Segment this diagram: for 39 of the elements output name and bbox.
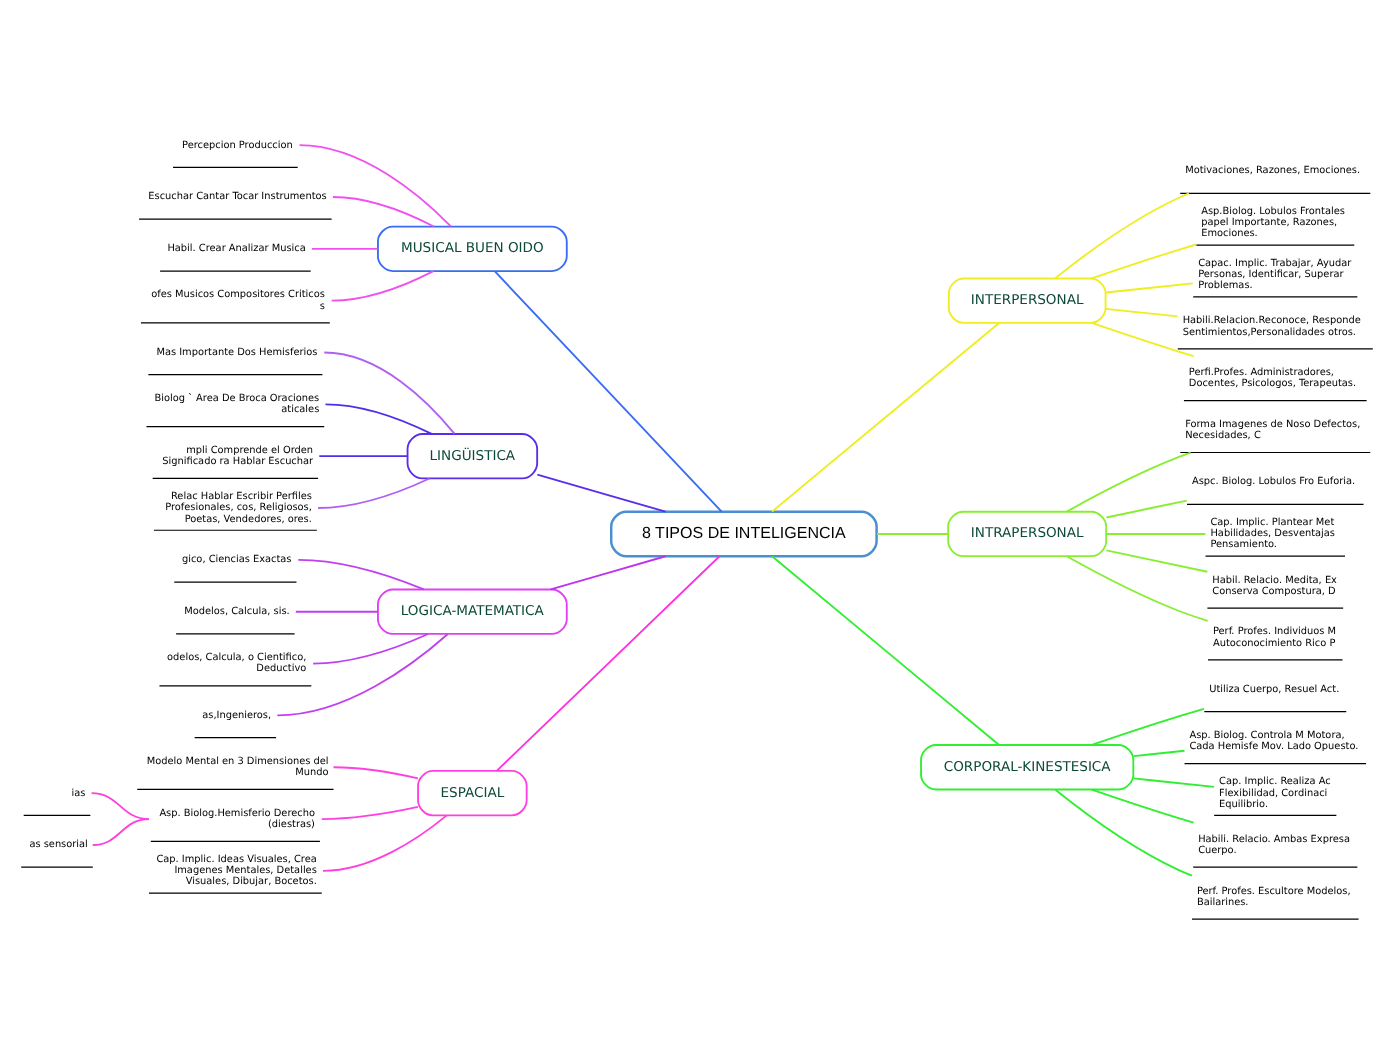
connector — [310, 246, 379, 249]
connector — [1132, 748, 1186, 757]
connector — [294, 609, 379, 612]
connector — [549, 554, 667, 590]
connector — [1054, 787, 1193, 876]
connector — [331, 195, 435, 227]
connector — [771, 554, 1001, 745]
connector — [323, 350, 456, 434]
connector — [1105, 532, 1207, 534]
connector — [1090, 242, 1198, 279]
connector — [1090, 787, 1195, 823]
connector — [1105, 498, 1188, 518]
connector — [330, 269, 435, 301]
connector — [318, 454, 409, 457]
connector — [1104, 281, 1194, 293]
connector — [1090, 321, 1195, 356]
connector — [276, 632, 449, 716]
connector — [1054, 191, 1190, 279]
connector — [536, 472, 667, 512]
connector — [298, 143, 452, 227]
connector — [1104, 306, 1179, 317]
connector — [91, 817, 150, 845]
connector — [322, 813, 448, 871]
connector — [1105, 548, 1209, 572]
connector — [1090, 706, 1205, 745]
connector — [1065, 450, 1192, 512]
connector — [297, 557, 425, 590]
connector — [320, 805, 419, 819]
connector — [771, 321, 1001, 512]
connector — [1065, 554, 1209, 621]
connector — [876, 532, 949, 534]
connector — [90, 791, 150, 819]
connector — [493, 269, 723, 512]
connector — [324, 402, 433, 434]
connector — [332, 765, 419, 779]
connector — [1132, 776, 1215, 787]
connector — [317, 476, 431, 508]
connector — [312, 632, 429, 664]
connector — [496, 554, 721, 771]
